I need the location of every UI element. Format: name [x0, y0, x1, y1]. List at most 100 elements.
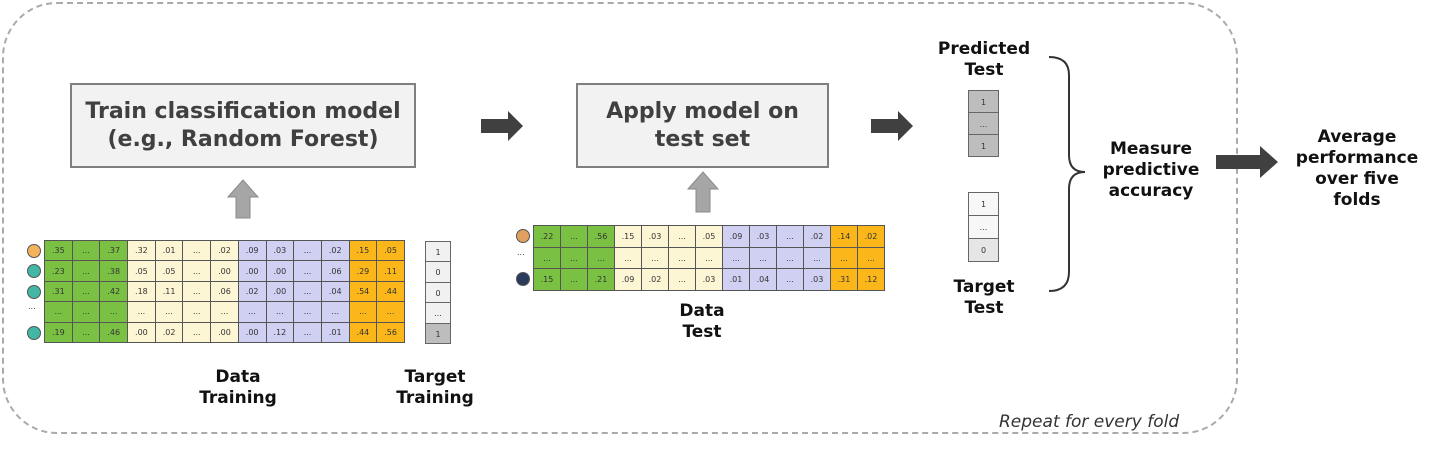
- training-data-table: .35....37.32.01....02.09.03....02.15.05.…: [44, 239, 405, 343]
- table-cell: ...: [857, 246, 885, 270]
- table-cell: ...: [560, 225, 588, 248]
- table-cell: ...: [614, 246, 642, 270]
- table-row: .31....42.18.11....06.02.00....04.54.44: [44, 280, 405, 303]
- apply-box-line1: Apply model on: [606, 98, 799, 124]
- table-cell: ...: [749, 246, 777, 270]
- table-cell: ...: [71, 260, 101, 282]
- table-cell: .05: [695, 225, 723, 248]
- table-cell: .37: [99, 239, 129, 262]
- person-avatar-icon: [516, 272, 530, 287]
- table-cell: .05: [154, 260, 184, 282]
- table-cell: .09: [722, 225, 750, 248]
- table-cell: ...: [587, 246, 615, 270]
- loop-label: Repeat for every fold: [999, 412, 1180, 432]
- table-cell: ...: [71, 280, 101, 303]
- value-cell: ...: [425, 302, 451, 324]
- table-cell: ...: [182, 301, 212, 323]
- table-cell: .21: [587, 268, 615, 292]
- table-cell: .11: [376, 260, 405, 282]
- table-cell: .01: [722, 268, 750, 292]
- table-cell: .12: [265, 321, 295, 343]
- table-cell: .02: [320, 239, 350, 262]
- person-avatar-icon: [27, 264, 41, 279]
- table-cell: ...: [560, 246, 588, 270]
- table-cell: .14: [830, 225, 858, 248]
- table-cell: .06: [210, 280, 239, 303]
- table-cell: ...: [348, 301, 378, 323]
- table-cell: ...: [560, 268, 588, 292]
- table-cell: .00: [127, 321, 156, 343]
- value-cell: ...: [968, 112, 999, 135]
- table-cell: .00: [210, 260, 239, 282]
- table-cell: .54: [348, 280, 378, 303]
- table-cell: .19: [44, 321, 73, 343]
- table-cell: ...: [210, 301, 239, 323]
- table-cell: .44: [348, 321, 378, 343]
- table-cell: ...: [265, 301, 295, 323]
- table-cell: .11: [154, 280, 184, 303]
- table-cell: .44: [376, 280, 405, 303]
- table-cell: ...: [71, 301, 101, 323]
- table-cell: .42: [99, 280, 129, 303]
- table-cell: ...: [695, 246, 723, 270]
- value-cell: 1: [968, 90, 999, 113]
- table-cell: .15: [348, 239, 378, 262]
- table-cell: .04: [320, 280, 350, 303]
- fold-loop-boundary: [2, 2, 1238, 434]
- table-row: .......................................: [533, 246, 885, 270]
- table-cell: .00: [265, 280, 295, 303]
- table-cell: .31: [830, 268, 858, 292]
- table-cell: .02: [237, 280, 267, 303]
- table-cell: ...: [668, 225, 696, 248]
- table-cell: .03: [803, 268, 831, 292]
- table-row: .......................................: [44, 301, 405, 323]
- value-cell: 0: [968, 238, 999, 262]
- table-cell: ...: [44, 301, 73, 323]
- table-cell: .04: [749, 268, 777, 292]
- table-cell: .03: [695, 268, 723, 292]
- person-avatar-icon: [27, 284, 41, 299]
- right-arrow-3-icon: [1216, 146, 1278, 178]
- table-cell: .05: [127, 260, 156, 282]
- test-data-table: .22....56.15.03....05.09.03....02.14.02.…: [533, 225, 885, 292]
- table-cell: ...: [722, 246, 750, 270]
- table-cell: .00: [237, 321, 267, 343]
- table-cell: ...: [182, 321, 212, 343]
- table-cell: .00: [237, 260, 267, 282]
- table-cell: ...: [803, 246, 831, 270]
- bracket-icon: [1048, 56, 1086, 292]
- train-box-line1: Train classification model: [85, 98, 401, 124]
- table-row: .23....38.05.05....00.00.00....06.29.11: [44, 260, 405, 282]
- measure-accuracy-label: Measure predictive accuracy: [1102, 139, 1200, 201]
- table-cell: .46: [99, 321, 129, 343]
- table-cell: ...: [99, 301, 129, 323]
- table-cell: .09: [614, 268, 642, 292]
- target-test-column: 1...0: [968, 192, 999, 262]
- up-arrow-apply-icon: [686, 171, 720, 213]
- table-cell: .02: [857, 225, 885, 248]
- right-arrow-1-icon: [481, 111, 523, 141]
- table-cell: ...: [776, 246, 804, 270]
- average-performance-label: Average performance over five folds: [1295, 127, 1419, 210]
- table-cell: .02: [154, 321, 184, 343]
- table-cell: .29: [348, 260, 378, 282]
- target-test-label: Target Test: [953, 277, 1015, 318]
- value-cell: 1: [968, 134, 999, 157]
- table-cell: .03: [749, 225, 777, 248]
- table-cell: .00: [210, 321, 239, 343]
- table-cell: ...: [320, 301, 350, 323]
- table-cell: .02: [210, 239, 239, 262]
- table-cell: .56: [587, 225, 615, 248]
- table-cell: ...: [293, 239, 322, 262]
- train-model-box: Train classification model (e.g., Random…: [70, 83, 416, 168]
- person-avatar-icon: [27, 325, 41, 340]
- table-cell: .03: [641, 225, 669, 248]
- table-cell: ...: [293, 260, 322, 282]
- table-row: .35....37.32.01....02.09.03....02.15.05: [44, 239, 405, 262]
- table-cell: .09: [237, 239, 267, 262]
- table-cell: ...: [182, 260, 212, 282]
- table-cell: ...: [293, 321, 322, 343]
- table-cell: ...: [182, 239, 212, 262]
